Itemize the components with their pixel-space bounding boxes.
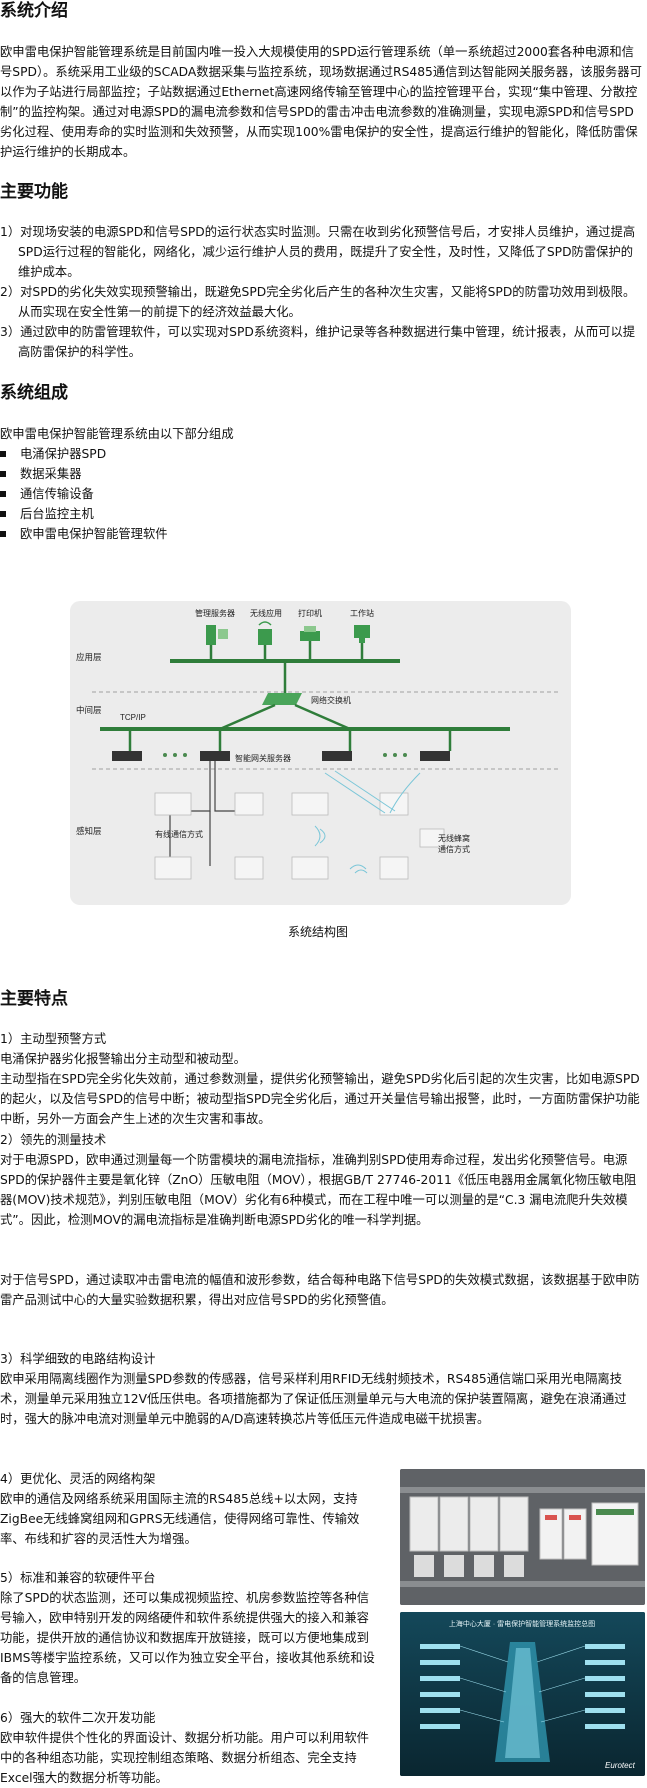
switch-label: 网络交换机 [311,695,351,705]
server-icon [206,625,228,645]
wireless-waves [314,770,421,874]
brand-logo: Eurotect [605,1761,636,1770]
honeycomb-label-2: 通信方式 [438,844,470,854]
composition-item: 欧申雷电保护智能管理软件 [0,524,400,544]
gateway-icons [112,751,450,761]
diagram-svg: 应用层 中间层 感知层 管理服务器 无线应用 打印机 工作站 [76,608,560,880]
printer-icon [300,626,320,641]
feature-1-head: 1）主动型预警方式 [0,1032,107,1046]
composition-item: 电涌保护器SPD [0,444,400,464]
function-item: 1）对现场安装的电源SPD和信号SPD的运行状态实时监测。只需在收到劣化预警信号… [0,225,636,279]
gateway-label: 智能网关服务器 [235,753,291,763]
server-label: 管理服务器 [195,608,235,618]
feature-3-head: 3）科学细致的电路结构设计 [0,1352,156,1366]
feature-5-head: 5）标准和兼容的软硬件平台 [0,1571,156,1585]
function-item: 2）对SPD的劣化失效实现预警输出，既避免SPD完全劣化后产生的各种次生灾害，又… [0,285,636,319]
feature-6-p1: 欧申软件提供个性化的界面设计、数据分析功能。用户可以利用软件中的各种组态功能，实… [0,1731,369,1785]
composition-intro: 欧申雷电保护智能管理系统由以下部分组成 [0,427,234,441]
feature-4-head: 4）更优化、灵活的网络构架 [0,1472,156,1486]
functions-list: 1）对现场安装的电源SPD和信号SPD的运行状态实时监测。只需在收到劣化预警信号… [0,222,645,362]
feature-1-p2: 主动型指在SPD完全劣化失效前，通过参数测量，提供劣化预警输出，避免SPD劣化后… [0,1072,640,1126]
layer-sense-label: 感知层 [76,826,102,836]
layer-app-label: 应用层 [76,652,102,662]
feature-3-p1: 欧申采用隔离线圈作为测量SPD参数的传感器，信号采样利用RFID无线射频技术，R… [0,1372,627,1426]
feature-2-head: 2）领先的测量技术 [0,1133,107,1147]
feature-5-p1: 除了SPD的状态监测，还可以集成视频监控、机房参数监控等各种信号输入，欧申特别开… [0,1591,375,1685]
network-switch-icon [262,693,302,705]
features-title: 主要特点 [0,989,68,1009]
intro-body: 欧申雷电保护智能管理系统是目前国内唯一投入大规模使用的SPD运行管理系统（单一系… [0,45,642,159]
functions-title: 主要功能 [0,182,68,202]
screen-banner: 上海中心大厦 · 雷电保护智能管理系统监控总图 [449,1619,595,1628]
composition-title: 系统组成 [0,383,68,403]
workstation-icon [354,625,370,643]
composition-list: 电涌保护器SPD 数据采集器 通信传输设备 后台监控主机 欧申雷电保护智能管理软… [0,444,400,544]
function-item: 3）通过欧申的防雷管理软件，可以实现对SPD系统资料，维护记录等各种数据进行集中… [0,325,636,359]
software-screen-photo: 上海中心大厦 · 雷电保护智能管理系统监控总图 Eurotect [400,1612,645,1776]
wireless-icon [258,621,272,645]
system-structure-diagram: 应用层 中间层 感知层 管理服务器 无线应用 打印机 工作站 [70,601,571,905]
wired-label: 有线通信方式 [155,829,203,839]
composition-item: 数据采集器 [0,464,400,484]
spd-devices [154,792,445,880]
diagram-caption: 系统结构图 [288,925,349,939]
intro-title: 系统介绍 [0,1,68,21]
tcpip-label: TCP/IP [120,713,146,722]
feature-6-head: 6）强大的软件二次开发功能 [0,1711,156,1725]
workstation-label: 工作站 [350,608,374,618]
feature-2-p2: 对于信号SPD，通过读取冲击雷电流的幅值和波形参数，结合每种电路下信号SPD的失… [0,1273,640,1307]
honeycomb-label-1: 无线蜂窝 [438,833,470,843]
composition-item: 通信传输设备 [0,484,400,504]
software-screen-image: 上海中心大厦 · 雷电保护智能管理系统监控总图 Eurotect [400,1612,645,1776]
layer-mid-label: 中间层 [76,705,102,715]
feature-4-p1: 欧申的通信及网络系统采用国际主流的RS485总线+以太网，支持ZigBee无线蜂… [0,1492,360,1546]
composition-item: 后台监控主机 [0,504,400,524]
spd-device-image [400,1469,645,1605]
feature-1-p1: 电涌保护器劣化报警输出分主动型和被动型。 [0,1052,246,1066]
feature-2-p1: 对于电源SPD，欧申通过测量每一个防雷模块的漏电流指标，准确判别SPD使用寿命过… [0,1153,637,1227]
spd-device-photo [400,1469,645,1605]
printer-label: 打印机 [298,608,322,618]
wireless-label: 无线应用 [250,608,282,618]
